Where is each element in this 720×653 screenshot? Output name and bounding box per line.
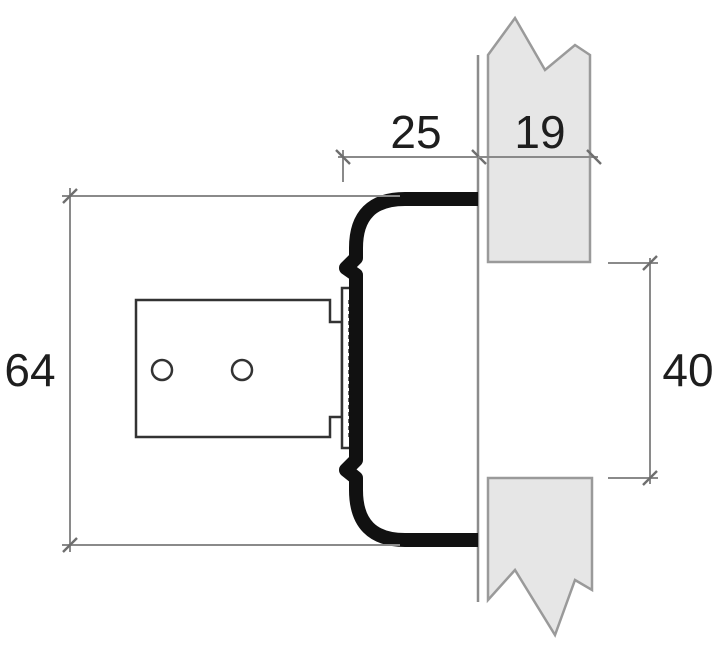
dim-64-label: 64 — [4, 344, 55, 396]
dim-40-label: 40 — [662, 344, 713, 396]
dim-19-tick-right — [586, 149, 602, 165]
dim-64-tick-top — [62, 188, 78, 204]
dim-64-tick-bottom — [62, 537, 78, 553]
dim-40-tick-top — [642, 255, 658, 271]
screw-hole-left — [150, 358, 174, 382]
screw-hole-right — [230, 358, 254, 382]
dim-25-tick-left — [335, 149, 351, 165]
dim-25-label: 25 — [390, 106, 441, 158]
wall-lower-section — [486, 476, 594, 638]
dim-19-label: 19 — [514, 106, 565, 158]
dim-40-tick-bottom — [642, 470, 658, 486]
handle-profile — [339, 192, 478, 547]
wall-upper-section — [486, 15, 592, 264]
